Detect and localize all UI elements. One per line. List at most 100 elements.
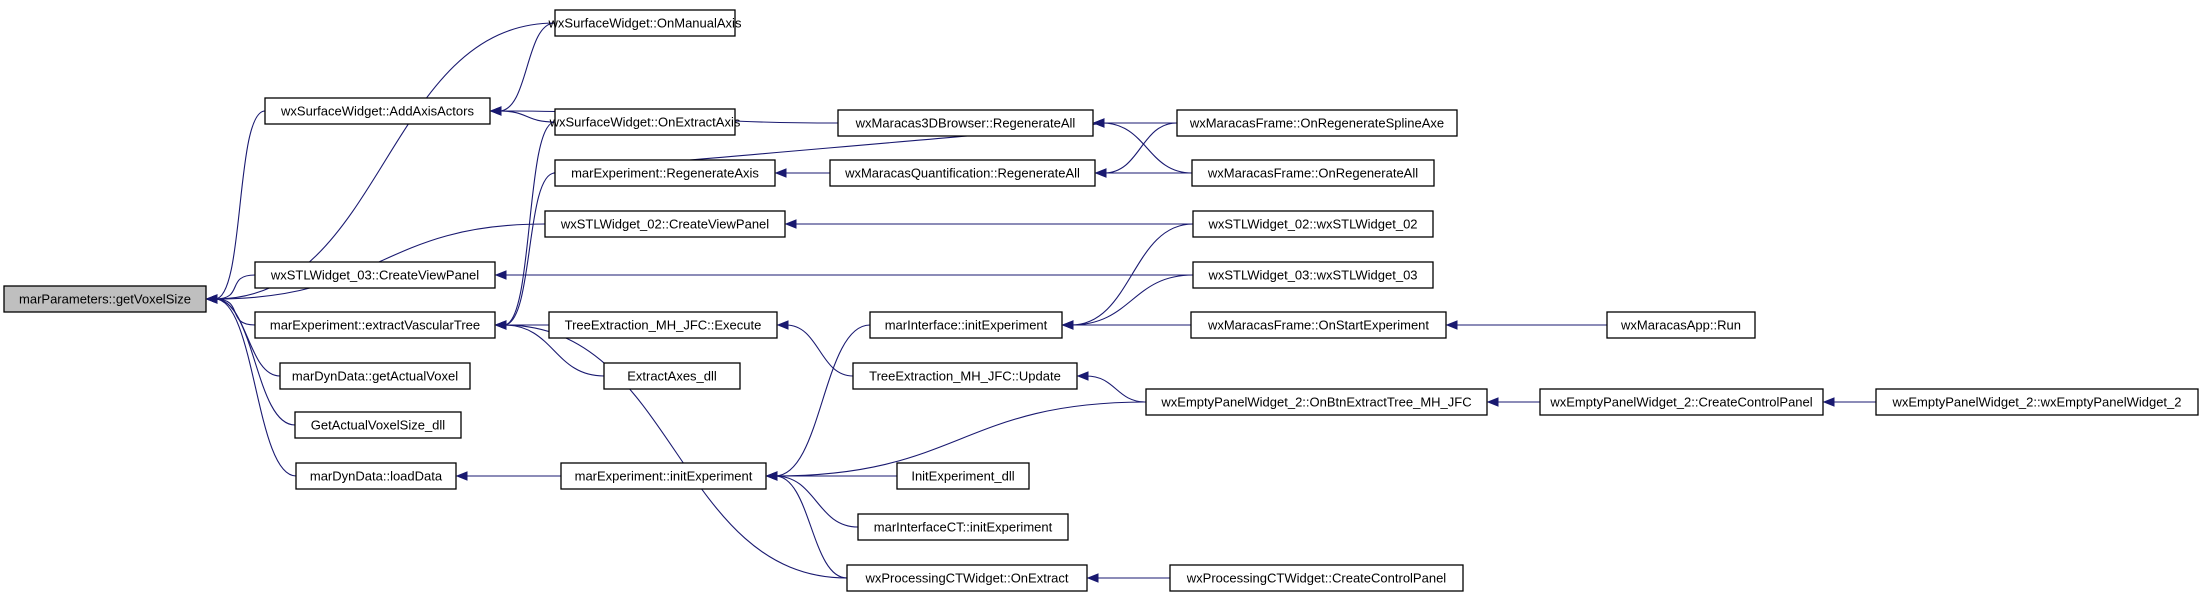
node-wxmaracas3dbrowser-regenerateall[interactable]: wxMaracas3DBrowser::RegenerateAll [837,109,1094,137]
node-label: wxEmptyPanelWidget_2::wxEmptyPanelWidget… [1891,395,2181,410]
node-box [554,108,736,136]
node-wxsurfacewidget-onextractaxis[interactable]: wxSurfaceWidget::OnExtractAxis [549,108,741,136]
node-treeextraction-mh-jfc-execute[interactable]: TreeExtraction_MH_JFC::Execute [548,311,778,339]
node-marinterface-initexperiment[interactable]: marInterface::initExperiment [869,311,1063,339]
node-label: wxSTLWidget_03::wxSTLWidget_03 [1207,268,1417,283]
node-marexperiment-regenerateaxis[interactable]: marExperiment::RegenerateAxis [554,159,776,187]
node-box [869,311,1063,339]
node-label: marDynData::getActualVoxel [292,369,458,384]
arrow-head-run-to-fse [1445,320,1458,330]
node-label: marDynData::loadData [310,469,443,484]
node-wxmaracasapp-run[interactable]: wxMaracasApp::Run [1606,311,1756,339]
edge-ld-to-root [214,298,297,477]
node-extractaxes-dll[interactable]: ExtractAxes_dll [603,362,741,390]
node-box [554,159,776,187]
node-box [896,462,1030,490]
node-box [560,462,767,490]
node-box [852,362,1078,390]
node-marinterfacect-initexperiment[interactable]: marInterfaceCT::initExperiment [857,513,1069,541]
node-wxsurfacewidget-onmanualaxis[interactable]: wxSurfaceWidget::OnManualAxis [548,9,742,37]
edge-gvd-to-root [214,298,296,426]
node-label: wxSurfaceWidget::OnManualAxis [548,16,742,31]
arrow-head-br-to-aa [489,106,502,116]
node-wxmaracasquantification-regenerateall[interactable]: wxMaracasQuantification::RegenerateAll [829,159,1096,187]
node-label: wxSTLWidget_02::CreateViewPanel [560,217,769,232]
node-wxstlwidget-03-createviewpanel[interactable]: wxSTLWidget_03::CreateViewPanel [254,261,496,289]
node-wxmaracasframe-onregeneratesplineaxe[interactable]: wxMaracasFrame::OnRegenerateSplineAxe [1176,109,1458,137]
node-marexperiment-extractvasculartree[interactable]: marExperiment::extractVascularTree [254,311,496,339]
node-box [1190,311,1447,339]
node-label: marInterface::initExperiment [885,318,1048,333]
arrow-head-fa-to-br [1092,118,1105,128]
node-box [1176,109,1458,137]
node-box [603,362,741,390]
node-treeextraction-mh-jfc-update[interactable]: TreeExtraction_MH_JFC::Update [852,362,1078,390]
arrow-head-ecp-to-obt [1486,397,1499,407]
node-box [544,210,786,238]
node-getactualvoxelsize-dll[interactable]: GetActualVoxelSize_dll [294,411,462,439]
edge-ead-to-evt [503,324,605,377]
edge-fs-to-qr [1103,122,1178,174]
node-box [1145,388,1488,416]
node-label: marExperiment::initExperiment [575,469,753,484]
arrow-head-fse-to-mii [1061,320,1074,330]
edge-poe-to-mei [774,475,848,579]
node-label: wxMaracasFrame::OnStartExperiment [1207,318,1429,333]
node-wxmaracasframe-onregenerateall[interactable]: wxMaracasFrame::OnRegenerateAll [1191,159,1435,187]
node-initexperiment-dll[interactable]: InitExperiment_dll [896,462,1030,490]
node-box [3,285,207,313]
node-box [857,513,1069,541]
edge-s3c-to-mii [1070,274,1194,326]
edge-mii-to-mei [774,324,871,477]
node-box [279,362,471,390]
node-box [1539,388,1824,416]
edge-poe-to-evt [503,324,848,579]
node-box [1191,159,1435,187]
node-wxprocessingctwidget-onextract[interactable]: wxProcessingCTWidget::OnExtract [846,564,1088,592]
node-box [554,9,736,37]
node-label: wxMaracas3DBrowser::RegenerateAll [855,116,1076,131]
arrow-head-pcp-to-poe [1086,573,1099,583]
arrow-head-s2c-to-s2v [784,219,797,229]
node-label: wxMaracasApp::Run [1620,318,1741,333]
node-label: TreeExtraction_MH_JFC::Update [869,369,1061,384]
node-wxmaracasframe-onstartexperiment[interactable]: wxMaracasFrame::OnStartExperiment [1190,311,1447,339]
node-label: GetActualVoxelSize_dll [311,418,446,433]
node-wxstlwidget-02-createviewpanel[interactable]: wxSTLWidget_02::CreateViewPanel [544,210,786,238]
node-wxemptypanelwidget-2-wxemptypanelwidget-2[interactable]: wxEmptyPanelWidget_2::wxEmptyPanelWidget… [1875,388,2199,416]
edge-obt-to-tup [1085,375,1147,403]
node-wxsurfacewidget-addaxisactors[interactable]: wxSurfaceWidget::AddAxisActors [264,97,491,125]
node-label: marInterfaceCT::initExperiment [874,520,1053,535]
edge-oe-to-evt [503,121,556,326]
edge-mct-to-mei [774,475,859,528]
node-box [1192,261,1434,289]
arrow-head-ecc-to-ecp [1822,397,1835,407]
node-wxstlwidget-03-wxstlwidget-03[interactable]: wxSTLWidget_03::wxSTLWidget_03 [1192,261,1434,289]
node-mardyndata-getactualvoxel[interactable]: marDynData::getActualVoxel [279,362,471,390]
node-box [829,159,1096,187]
node-wxprocessingctwidget-createcontrolpanel[interactable]: wxProcessingCTWidget::CreateControlPanel [1169,564,1464,592]
arrow-head-mei-to-ld [455,471,468,481]
arrow-head-qr-to-ra [774,168,787,178]
node-mardyndata-loaddata[interactable]: marDynData::loadData [295,462,457,490]
node-wxstlwidget-02-wxstlwidget-02[interactable]: wxSTLWidget_02::wxSTLWidget_02 [1192,210,1434,238]
node-label: wxSTLWidget_02::wxSTLWidget_02 [1207,217,1417,232]
node-box [846,564,1088,592]
arrow-head-ld-to-root [205,294,218,304]
node-box [1192,210,1434,238]
arrow-head-s3c-to-s3v [494,270,507,280]
edge-obt-to-mei [774,401,1147,477]
node-box [295,462,457,490]
edge-tup-to-tex [785,324,854,377]
node-wxemptypanelwidget-2-onbtnextracttree-mh-jfc[interactable]: wxEmptyPanelWidget_2::OnBtnExtractTree_M… [1145,388,1488,416]
root-node[interactable]: marParameters::getVoxelSize [3,285,207,313]
arrow-head-obt-to-tup [1076,371,1089,381]
node-label: marExperiment::RegenerateAxis [571,166,759,181]
arrow-head-poe-to-evt [494,320,507,330]
node-label: wxProcessingCTWidget::OnExtract [864,571,1068,586]
node-marexperiment-initexperiment[interactable]: marExperiment::initExperiment [560,462,767,490]
node-box [254,311,496,339]
node-wxemptypanelwidget-2-createcontrolpanel[interactable]: wxEmptyPanelWidget_2::CreateControlPanel [1539,388,1824,416]
edge-ra-to-evt [503,172,556,326]
